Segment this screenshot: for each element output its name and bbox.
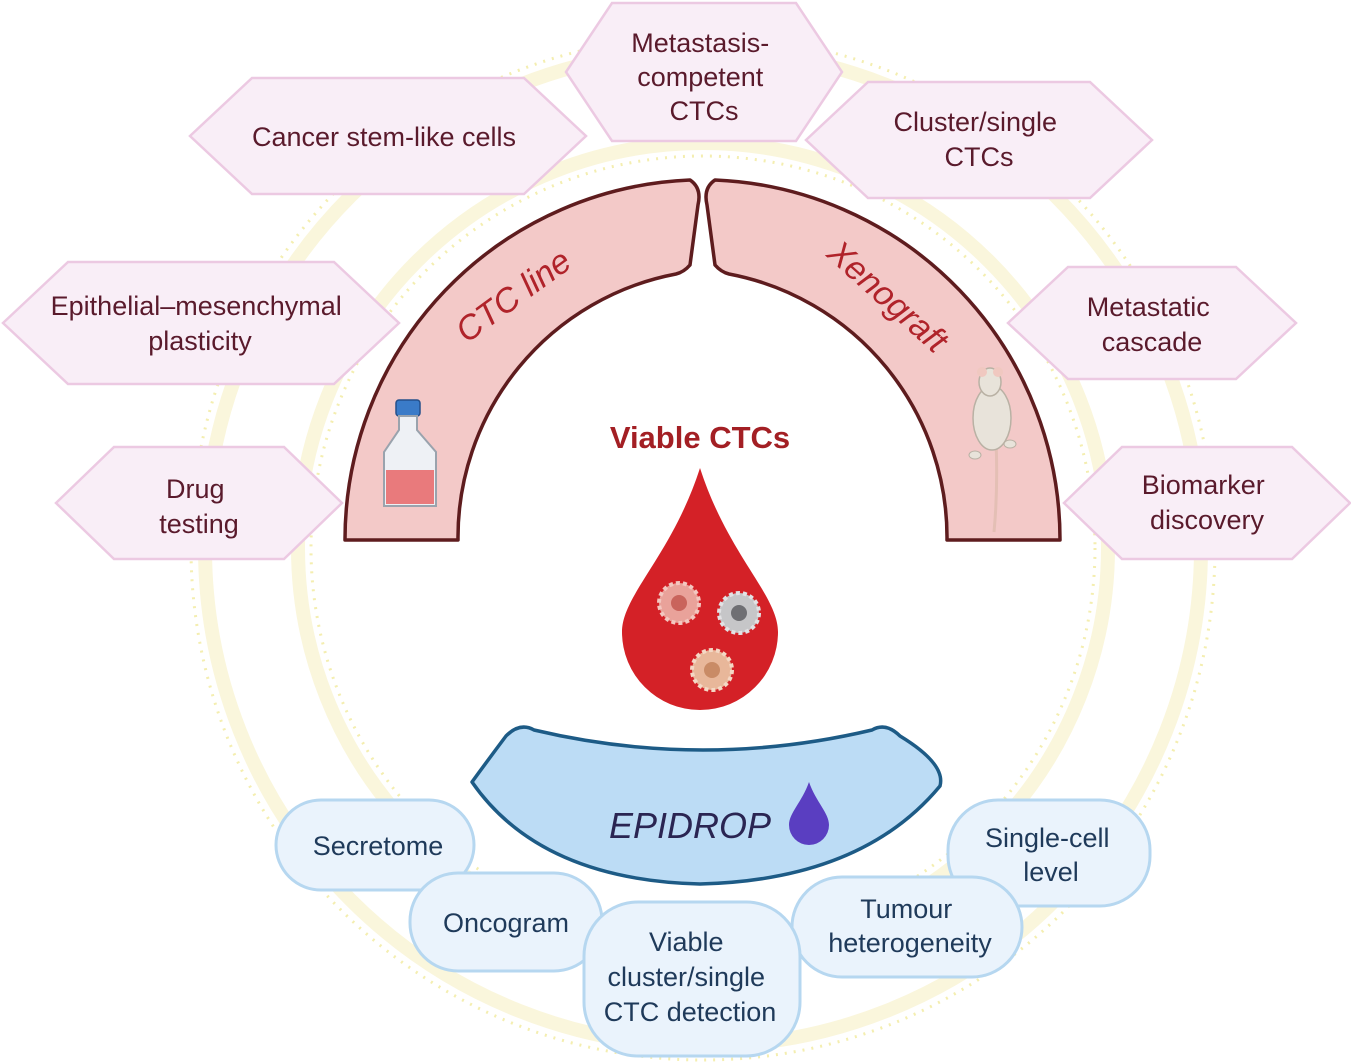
hexagon-tag-drug-testing: Drug testing xyxy=(54,445,344,561)
svg-text:Viable cluster/single: Viable cluster/single CTC detection xyxy=(604,927,777,1027)
blood-drop-icon xyxy=(622,468,778,710)
epidrop-band xyxy=(470,725,943,886)
pill-tag-tumour-heterogeneity: Tumour heterogeneity xyxy=(790,875,1024,979)
svg-text:Metastatic cascade: Metastatic cascade xyxy=(1087,292,1218,357)
svg-text:Tumour heterogeneity: Tumour heterogeneity xyxy=(828,894,992,958)
pill-tag-secretome: Secretome xyxy=(274,798,476,892)
epidrop-label: EPIDROP xyxy=(609,805,771,846)
hexagon-tag-metastatic-cascade: Metastatic cascade xyxy=(1006,265,1298,381)
svg-text:Drug testing: Drug testing xyxy=(159,474,239,539)
center-title: Viable CTCs xyxy=(610,420,790,455)
hexagon-tag-metastasis-competent: Metastasis- competent CTCs xyxy=(564,1,844,143)
xenograft-arc xyxy=(704,178,1062,542)
pill-tag-oncogram: Oncogram xyxy=(408,871,604,973)
svg-text:Oncogram: Oncogram xyxy=(443,908,569,938)
svg-text:Biomarker discovery: Biomarker discovery xyxy=(1142,470,1273,535)
hexagon-tag-emt-plasticity: Epithelial–mesenchymal plasticity xyxy=(1,260,401,386)
pill-tag-viable-detection: Viable cluster/single CTC detection xyxy=(582,900,802,1058)
mouse-icon xyxy=(968,367,1017,533)
cell-culture-flask-icon xyxy=(383,399,437,507)
svg-text:Epithelial–mesenchymal p: Epithelial–mesenchymal plasticity xyxy=(51,291,350,356)
svg-text:Cluster/single CTCs: Cluster/single CTCs xyxy=(893,107,1064,172)
hexagon-tag-cancer-stem: Cancer stem-like cells xyxy=(188,76,588,196)
pill-tag-single-cell-level: Single-cell level xyxy=(946,798,1152,908)
hexagon-tag-cluster-single: Cluster/single CTCs xyxy=(804,80,1154,200)
hexagon-tag-biomarker-discovery: Biomarker discovery xyxy=(1062,445,1351,561)
svg-text:Single-cell level: Single-cell level xyxy=(985,823,1117,887)
cancer-cell-icon xyxy=(657,581,761,692)
purple-drop-icon xyxy=(789,782,829,845)
svg-text:Secretome: Secretome xyxy=(313,831,444,861)
svg-text:Metastasis- competent: Metastasis- competent CTCs xyxy=(631,28,777,126)
svg-text:Cancer stem-like cells: Cancer stem-like cells xyxy=(252,122,516,152)
